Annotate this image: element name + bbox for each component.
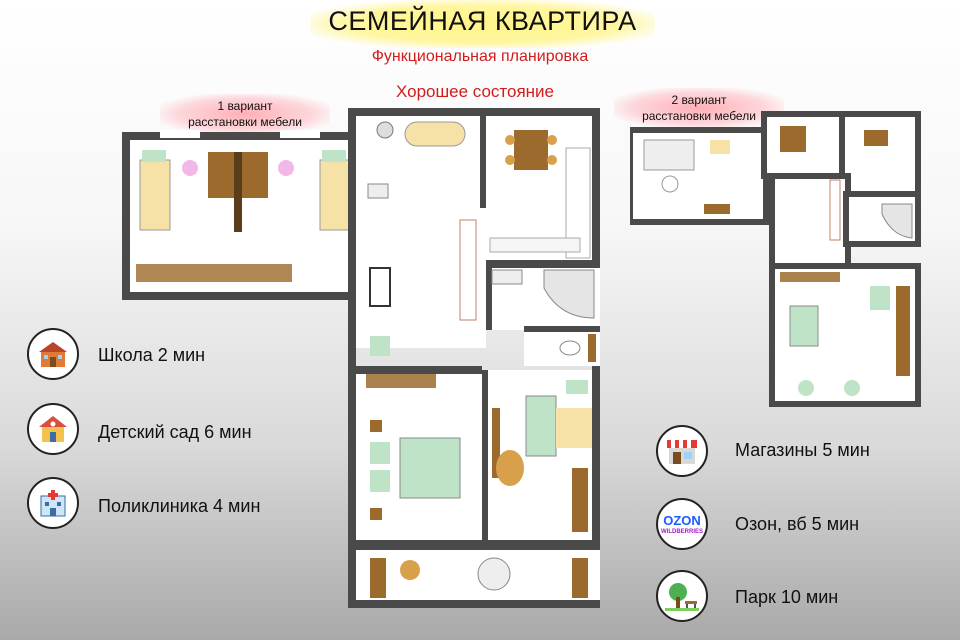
hospital-icon	[27, 477, 79, 529]
kids-room	[482, 366, 600, 546]
page-title: СЕМЕЙНАЯ КВАРТИРА	[328, 6, 637, 36]
ozon-wildberries-logo-icon: OZON WILDBERRIES	[656, 498, 708, 550]
page-subtitle: Функциональная планировка	[371, 48, 589, 65]
school-icon	[27, 328, 79, 380]
living-room	[348, 108, 488, 208]
wb-logo-text: WILDBERRIES	[661, 528, 703, 535]
variant-2-line1: 2 вариант	[671, 93, 727, 107]
amenity-marketplaces: Озон, вб 5 мин	[735, 514, 860, 534]
ozon-logo-text: OZON	[663, 512, 701, 528]
main-floor-plan	[122, 108, 600, 608]
toilet-room	[524, 326, 600, 366]
amenity-school: Школа 2 мин	[98, 345, 206, 365]
bedroom-variant-1	[122, 130, 362, 300]
title-highlight: СЕМЕЙНАЯ КВАРТИРА	[310, 0, 655, 48]
variant-1-line1: 1 вариант	[217, 99, 273, 113]
variant-2-line2: расстановки мебели	[642, 109, 756, 123]
amenity-shops: Магазины 5 мин	[735, 440, 870, 460]
study-balcony	[348, 540, 600, 608]
kitchen	[486, 108, 600, 260]
condition-label: Хорошее состояние	[395, 82, 555, 101]
bathroom	[486, 260, 600, 330]
park-tree-bench-icon	[656, 570, 708, 622]
variant-1-label: 1 вариант расстановки мебели	[160, 94, 330, 134]
amenity-kindergarten: Детский сад 6 мин	[98, 422, 252, 442]
amenity-park: Парк 10 мин	[735, 587, 839, 607]
shop-awning-icon	[656, 425, 708, 477]
kindergarten-icon	[27, 403, 79, 455]
variant-1-line2: расстановки мебели	[188, 115, 302, 129]
variant-2-floor-plan	[630, 111, 921, 407]
master-bedroom	[356, 366, 482, 540]
amenity-clinic: Поликлиника 4 мин	[98, 496, 261, 516]
variant-2-label: 2 вариант расстановки мебели	[614, 88, 784, 128]
corridor	[348, 208, 486, 608]
